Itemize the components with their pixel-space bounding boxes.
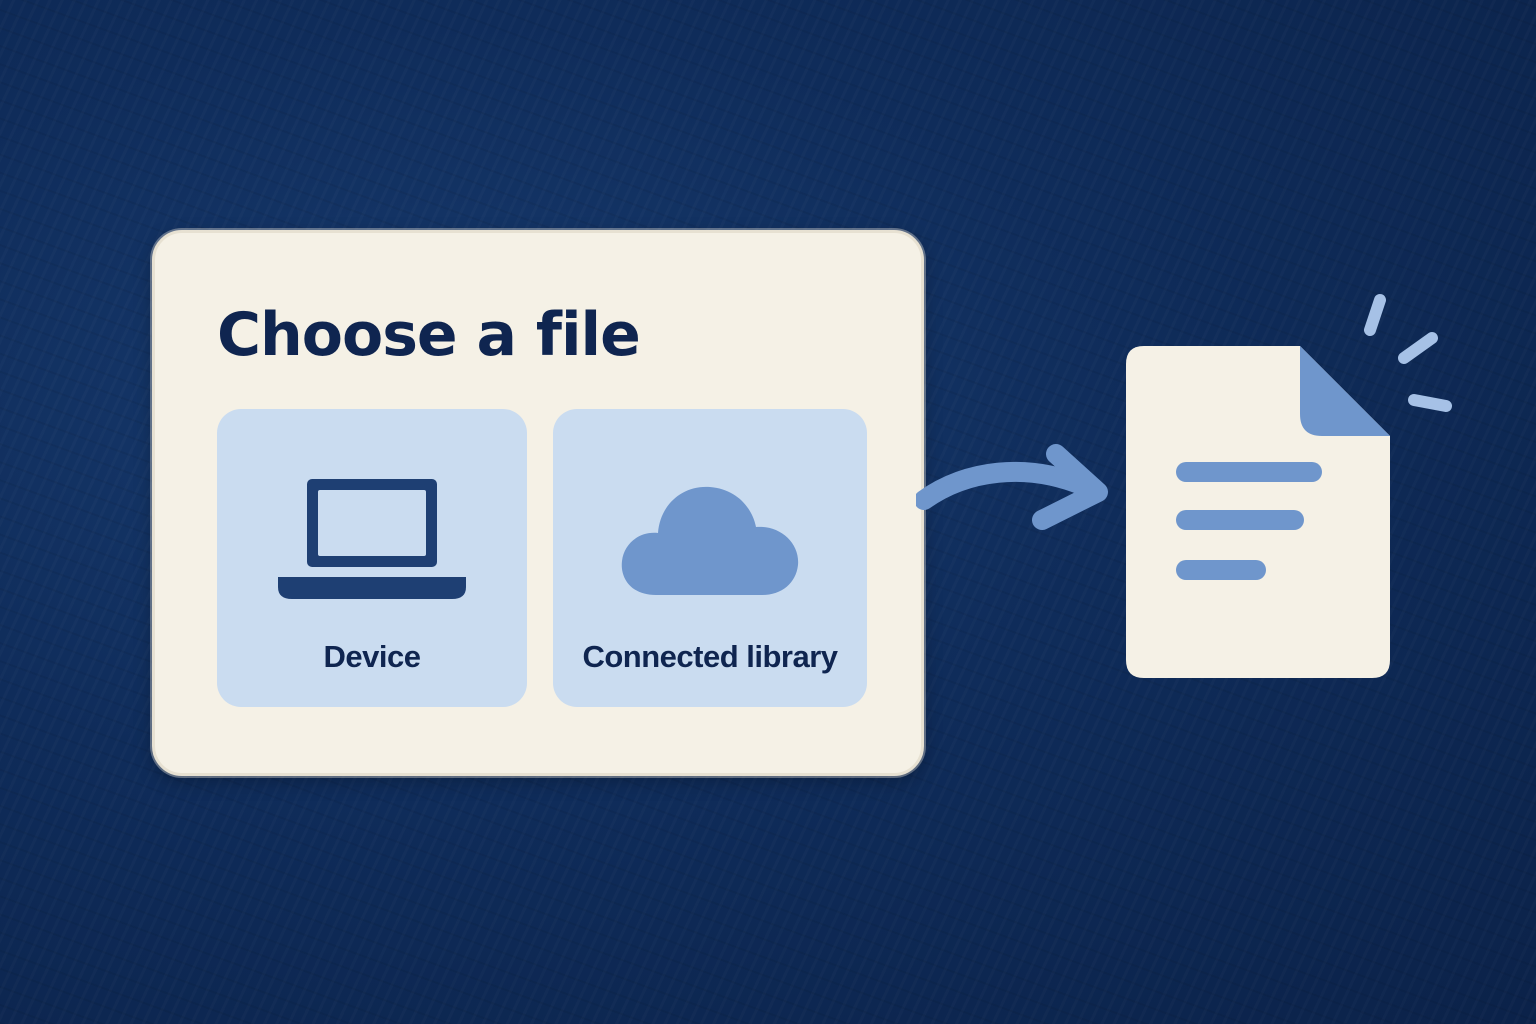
dialog-title: Choose a file xyxy=(217,300,641,370)
laptop-icon xyxy=(217,469,527,609)
device-option-label: Device xyxy=(323,639,421,674)
connected-library-option-label: Connected library xyxy=(582,639,838,674)
device-option-button[interactable]: Device xyxy=(217,409,527,707)
connected-library-option-button[interactable]: Connected library xyxy=(553,409,867,707)
file-chooser-dialog: Choose a file Device Connected library xyxy=(152,230,924,776)
sparkle-icon xyxy=(1364,294,1452,412)
document-icon xyxy=(1126,346,1390,678)
arrow-right-icon xyxy=(916,444,1108,530)
cloud-icon xyxy=(553,469,867,609)
